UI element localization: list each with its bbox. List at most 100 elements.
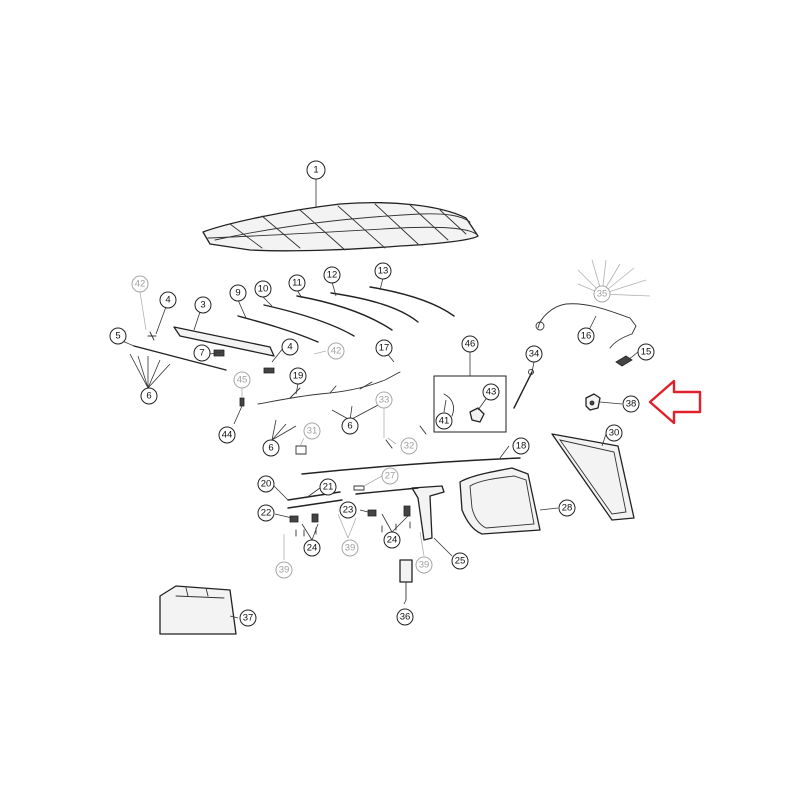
- svg-text:20: 20: [261, 479, 272, 490]
- callout-24-right: 24: [383, 531, 401, 549]
- callout-6-left: 6: [140, 387, 158, 405]
- svg-text:12: 12: [327, 270, 338, 281]
- highlight-arrow-icon: [648, 379, 702, 425]
- sensor-38: [585, 393, 601, 411]
- callout-7: 7: [193, 344, 211, 362]
- svg-text:23: 23: [343, 505, 354, 516]
- callout-15: 15: [637, 343, 655, 361]
- callout-6-mid: 6: [262, 439, 280, 457]
- callout-43: 43: [482, 383, 500, 401]
- callout-42-left: 42: [131, 275, 149, 293]
- minor-parts: [239, 397, 427, 491]
- svg-text:46: 46: [465, 339, 476, 350]
- window-30: [551, 433, 635, 521]
- window-28: [459, 467, 541, 535]
- pillar-25: [355, 485, 445, 541]
- callout-4-upper: 4: [159, 291, 177, 309]
- svg-text:19: 19: [293, 371, 304, 382]
- svg-text:39: 39: [279, 565, 290, 576]
- svg-text:31: 31: [307, 426, 318, 437]
- callout-6-right: 6: [341, 417, 359, 435]
- svg-text:6: 6: [347, 421, 352, 432]
- fastener-cluster-left: [129, 353, 171, 389]
- svg-text:45: 45: [237, 375, 248, 386]
- svg-text:13: 13: [378, 266, 389, 277]
- header-bars: [133, 326, 275, 374]
- callout-46: 46: [461, 335, 479, 353]
- part-36: [399, 559, 413, 601]
- svg-text:24: 24: [387, 535, 398, 546]
- callout-20: 20: [257, 475, 275, 493]
- svg-text:41: 41: [439, 416, 450, 427]
- callout-25: 25: [451, 552, 469, 570]
- svg-text:39: 39: [345, 543, 356, 554]
- callout-38: 38: [622, 395, 640, 413]
- svg-text:44: 44: [222, 430, 233, 441]
- svg-text:39: 39: [419, 560, 430, 571]
- callout-13: 13: [374, 262, 392, 280]
- svg-text:6: 6: [146, 391, 151, 402]
- svg-text:6: 6: [268, 443, 273, 454]
- callout-5: 5: [109, 327, 127, 345]
- svg-text:43: 43: [486, 387, 497, 398]
- svg-text:4: 4: [165, 295, 170, 306]
- callout-45: 45: [233, 371, 251, 389]
- connector-15: [615, 355, 633, 367]
- callout-35: 35: [593, 285, 611, 303]
- callout-12: 12: [323, 266, 341, 284]
- svg-text:16: 16: [581, 331, 592, 342]
- svg-text:25: 25: [455, 556, 466, 567]
- svg-text:34: 34: [529, 349, 540, 360]
- svg-text:38: 38: [626, 399, 637, 410]
- callout-23: 23: [339, 501, 357, 519]
- callout-9: 9: [229, 284, 247, 302]
- roof-rails: [237, 286, 455, 343]
- callout-42-right: 42: [327, 342, 345, 360]
- callout-17: 17: [375, 339, 393, 357]
- svg-text:32: 32: [404, 441, 415, 452]
- callout-44: 44: [218, 426, 236, 444]
- svg-text:3: 3: [200, 300, 205, 311]
- callout-39-right: 39: [415, 556, 433, 574]
- leaders: [119, 178, 639, 619]
- panel-37: [159, 585, 237, 635]
- svg-text:11: 11: [292, 278, 302, 289]
- callout-30: 30: [605, 424, 623, 442]
- svg-text:5: 5: [115, 331, 120, 342]
- callout-18: 18: [512, 437, 530, 455]
- svg-text:17: 17: [379, 343, 390, 354]
- callout-37: 37: [239, 609, 257, 627]
- strip-18: [301, 457, 521, 475]
- svg-text:22: 22: [261, 508, 272, 519]
- callout-28: 28: [558, 499, 576, 517]
- svg-text:1: 1: [313, 165, 318, 176]
- svg-text:37: 37: [243, 613, 254, 624]
- callout-34: 34: [525, 345, 543, 363]
- latch-group-left: [287, 491, 343, 537]
- callout-11: 11: [288, 274, 306, 292]
- svg-text:4: 4: [287, 342, 292, 353]
- callout-39-left: 39: [275, 561, 293, 579]
- svg-text:35: 35: [597, 289, 608, 300]
- callout-36: 36: [396, 608, 414, 626]
- callout-3: 3: [194, 296, 212, 314]
- callout-41: 41: [435, 412, 453, 430]
- svg-text:36: 36: [400, 612, 411, 623]
- callout-10: 10: [254, 280, 272, 298]
- svg-text:15: 15: [641, 347, 652, 358]
- callout-32: 32: [400, 437, 418, 455]
- wire-harness: [257, 371, 401, 405]
- svg-text:42: 42: [135, 279, 146, 290]
- callout-33: 33: [375, 391, 393, 409]
- callout-22: 22: [257, 504, 275, 522]
- callout-19: 19: [289, 367, 307, 385]
- svg-text:21: 21: [323, 482, 334, 493]
- svg-text:30: 30: [609, 428, 620, 439]
- svg-text:28: 28: [562, 503, 573, 514]
- callout-1: 1: [306, 160, 326, 180]
- callout-31: 31: [303, 422, 321, 440]
- svg-text:7: 7: [199, 348, 204, 359]
- callout-21: 21: [319, 478, 337, 496]
